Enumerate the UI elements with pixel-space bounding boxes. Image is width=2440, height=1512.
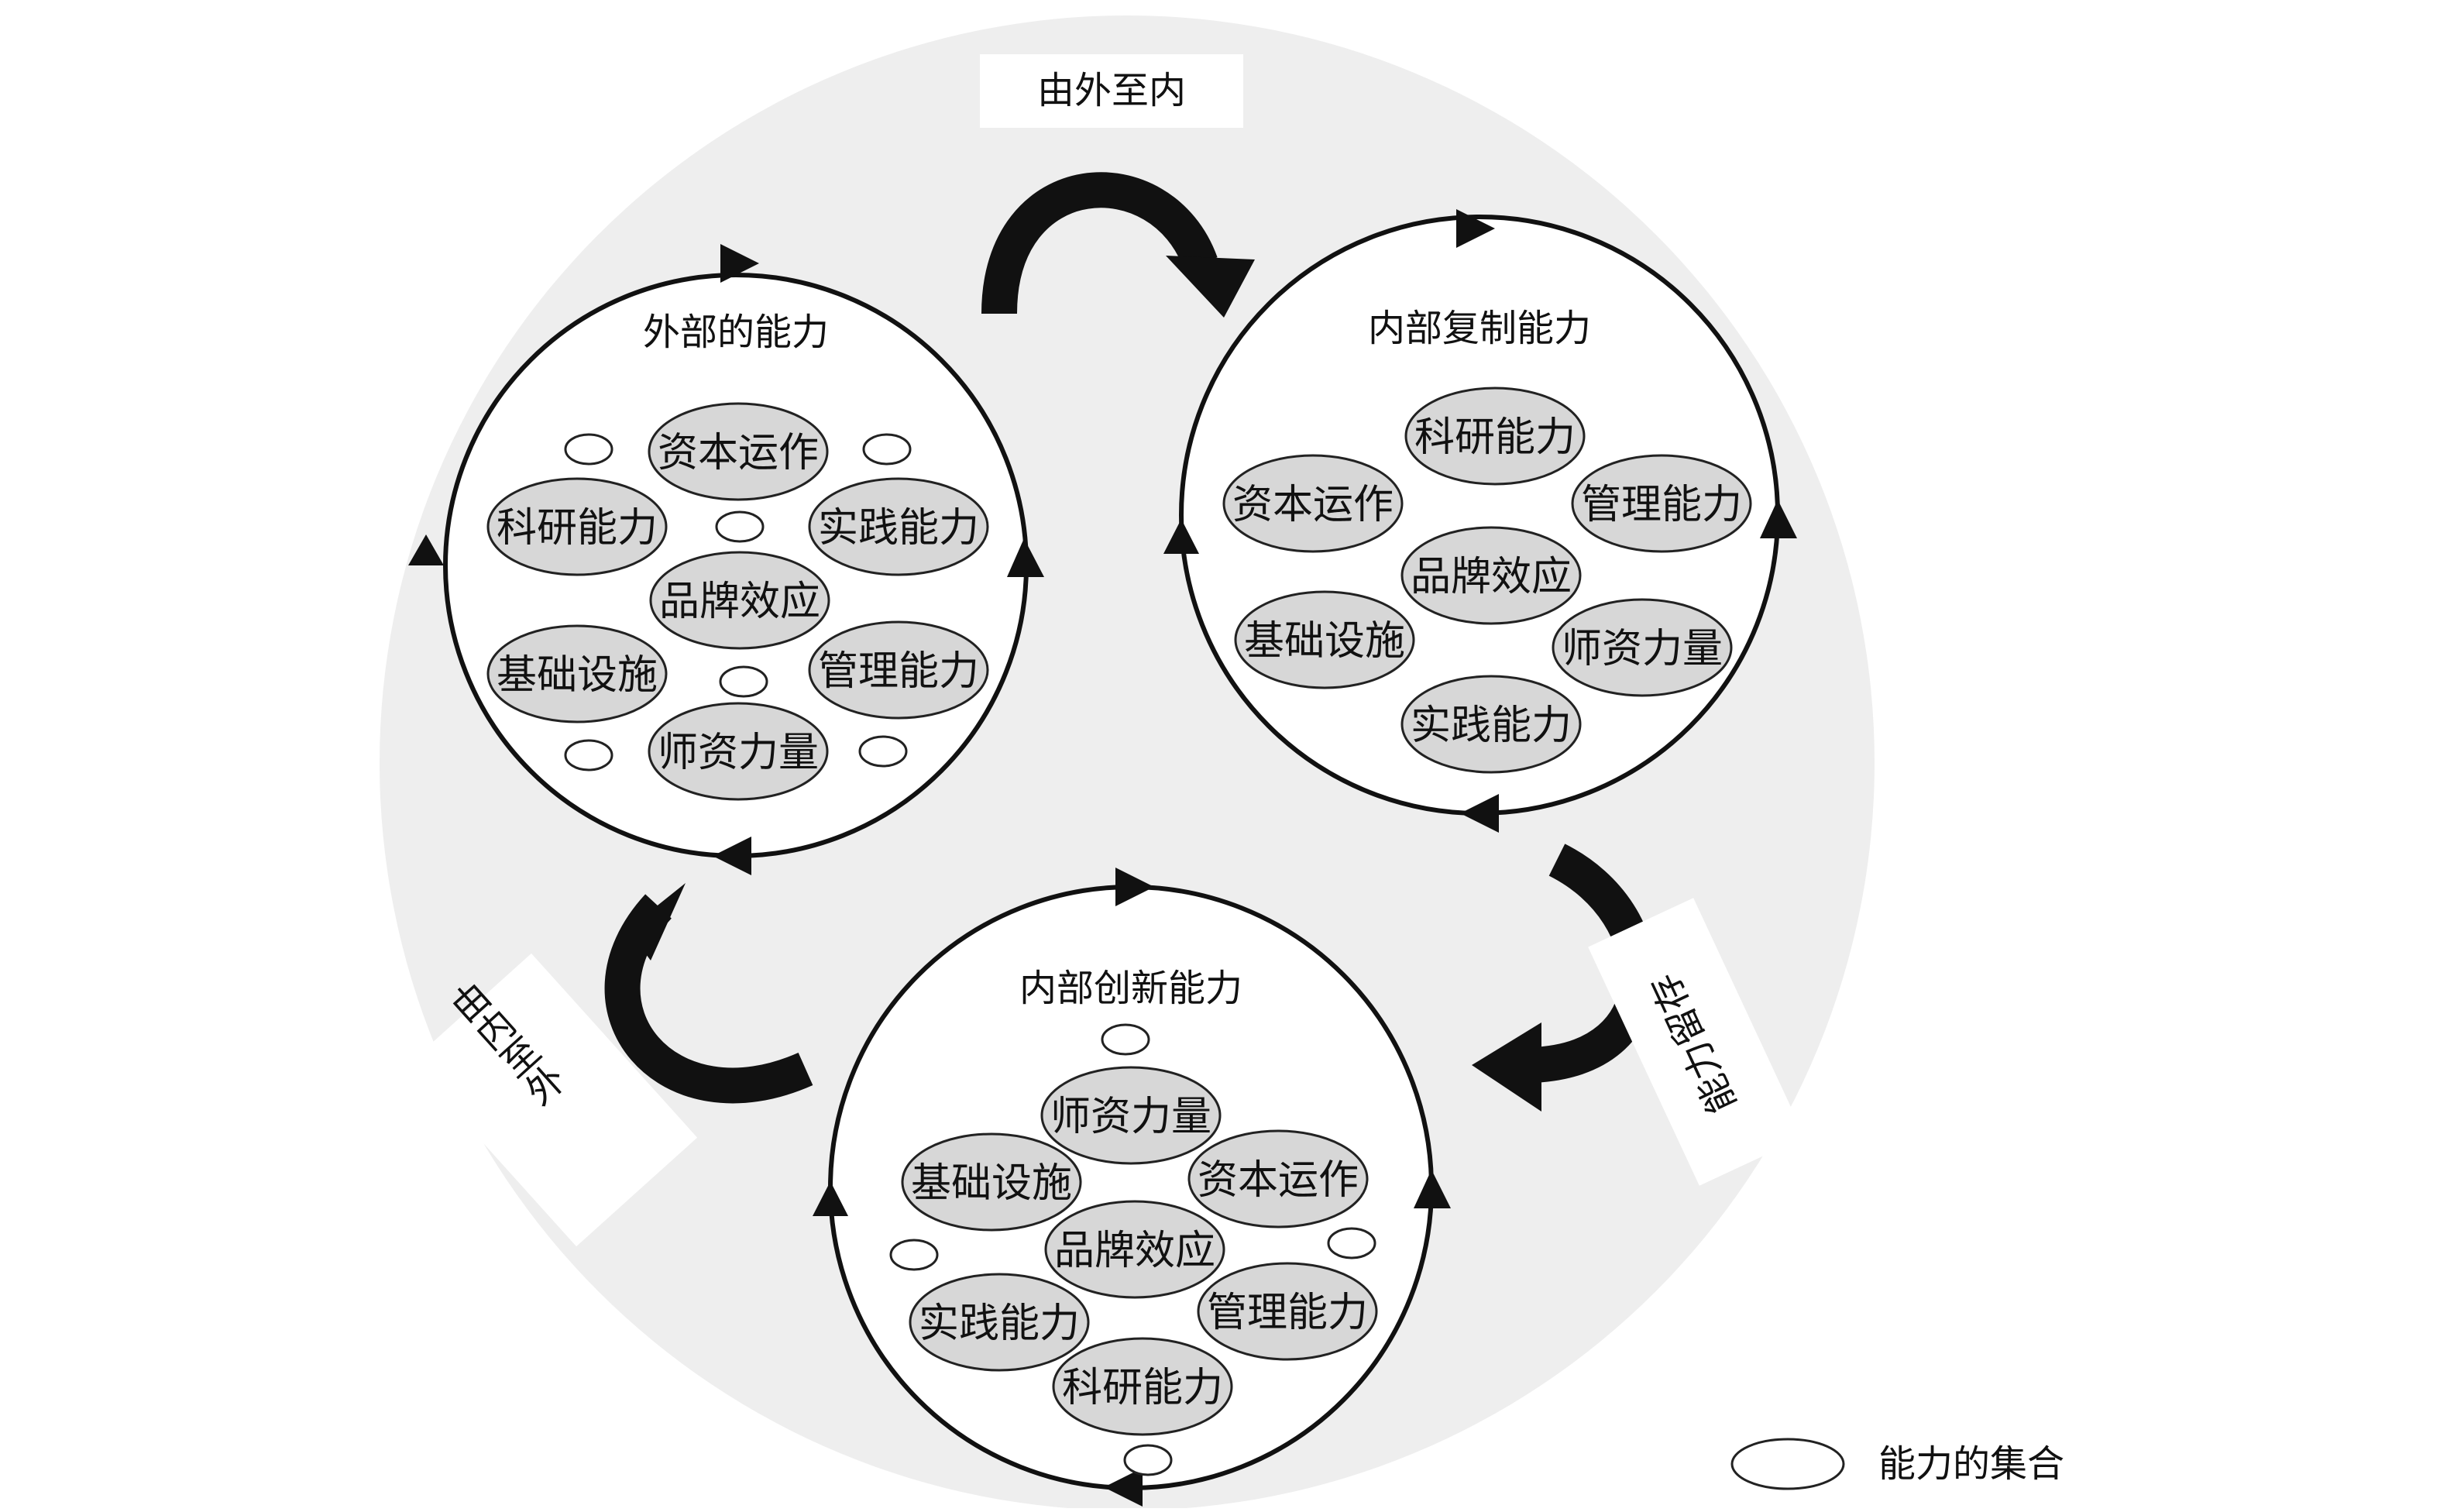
cycle-arrowhead [1760,500,1797,538]
label-outside-to-inside: 由外至内 [980,54,1243,128]
legend-marker [1730,1438,1845,1490]
svg-text:基础设施: 基础设施 [497,652,658,699]
cycle-arrowhead [720,244,759,283]
capability-ellipse: 基础设施 [486,624,668,723]
legend: 能力的集合 [1730,1438,2064,1490]
arrow-outside-to-inside [981,172,1255,318]
cycle-arrowhead [1456,209,1495,248]
svg-text:科研能力: 科研能力 [1062,1365,1223,1411]
cycle-arrowhead [1007,538,1044,577]
capability-ellipse: 品牌效应 [1044,1200,1225,1299]
svg-text:师资力量: 师资力量 [1562,626,1723,672]
capability-ellipse: 实践能力 [1400,675,1582,774]
legend-label: 能力的集合 [1878,1442,2064,1486]
svg-text:基础设施: 基础设施 [1244,618,1405,665]
cycle-arrowhead [1115,868,1154,906]
cycle-arrowhead [408,534,444,565]
svg-text:品牌效应: 品牌效应 [1054,1228,1215,1274]
svg-text:资本运作: 资本运作 [1232,482,1394,528]
svg-text:师资力量: 师资力量 [1050,1094,1211,1140]
label-inside-to-outside: 由内至外 [410,953,698,1247]
circle-internal-innovation: 内部创新能力 师资力量 基础设施 资本运作 品牌效应 实践能力 管理能力 科研能… [813,868,1451,1507]
capability-ellipse: 品牌效应 [1400,526,1582,625]
arrow-inside-to-outside [604,883,813,1104]
svg-text:师资力量: 师资力量 [658,730,819,776]
capability-ellipse: 师资力量 [648,702,829,801]
capability-ellipse: 科研能力 [1404,387,1586,486]
capability-ellipse: 科研能力 [486,477,668,576]
svg-text:管理能力: 管理能力 [1207,1290,1368,1336]
cycle-arrowhead [1104,1468,1143,1507]
capability-ellipse: 资本运作 [1187,1129,1369,1228]
circle-title: 外部的能力 [643,311,829,354]
capability-ellipse: 管理能力 [1197,1262,1378,1361]
svg-text:科研能力: 科研能力 [497,505,658,552]
label-capability-retention: 能力留存 [1588,898,1805,1186]
svg-text:实践能力: 实践能力 [818,505,979,552]
cycle-arrowhead [1460,794,1499,833]
cycle-arrowhead [813,1181,848,1216]
capability-ellipse: 管理能力 [808,620,989,720]
capability-ellipse: 基础设施 [1234,590,1415,689]
svg-text:基础设施: 基础设施 [911,1160,1072,1207]
capability-ellipse: 基础设施 [901,1132,1082,1232]
svg-text:实践能力: 实践能力 [919,1301,1080,1347]
svg-text:管理能力: 管理能力 [1581,482,1742,528]
capability-ellipse: 科研能力 [1052,1337,1233,1436]
label-outside-to-inside-text: 由外至内 [1037,69,1186,112]
svg-text:品牌效应: 品牌效应 [1411,554,1572,600]
capability-ellipse: 品牌效应 [649,551,830,650]
capability-ellipse: 师资力量 [1040,1066,1222,1165]
capability-ellipse: 实践能力 [909,1273,1090,1372]
circle-title: 内部创新能力 [1019,967,1242,1010]
svg-text:实践能力: 实践能力 [1411,703,1572,749]
capability-ellipse: 管理能力 [1571,454,1752,553]
circle-title: 内部复制能力 [1368,307,1591,350]
svg-text:管理能力: 管理能力 [818,648,979,695]
cycle-arrowhead [713,837,751,875]
cycle-arrowhead [1163,519,1199,554]
svg-text:科研能力: 科研能力 [1414,414,1576,461]
circle-external: 外部的能力 资本运作 科研能力 实践能力 品牌效应 基础设施 管理能力 师资力量 [408,244,1044,875]
capability-ellipse: 资本运作 [648,402,829,501]
svg-text:品牌效应: 品牌效应 [659,579,820,625]
circle-internal-replication: 内部复制能力 科研能力 资本运作 管理能力 品牌效应 基础设施 师资力量 实践能… [1163,209,1797,833]
svg-text:资本运作: 资本运作 [1198,1157,1359,1204]
capability-ellipse: 师资力量 [1552,598,1733,697]
cycle-arrowhead [1414,1170,1451,1208]
capability-ellipse: 实践能力 [808,477,989,576]
capability-ellipse: 资本运作 [1222,454,1404,553]
svg-text:资本运作: 资本运作 [658,430,819,476]
